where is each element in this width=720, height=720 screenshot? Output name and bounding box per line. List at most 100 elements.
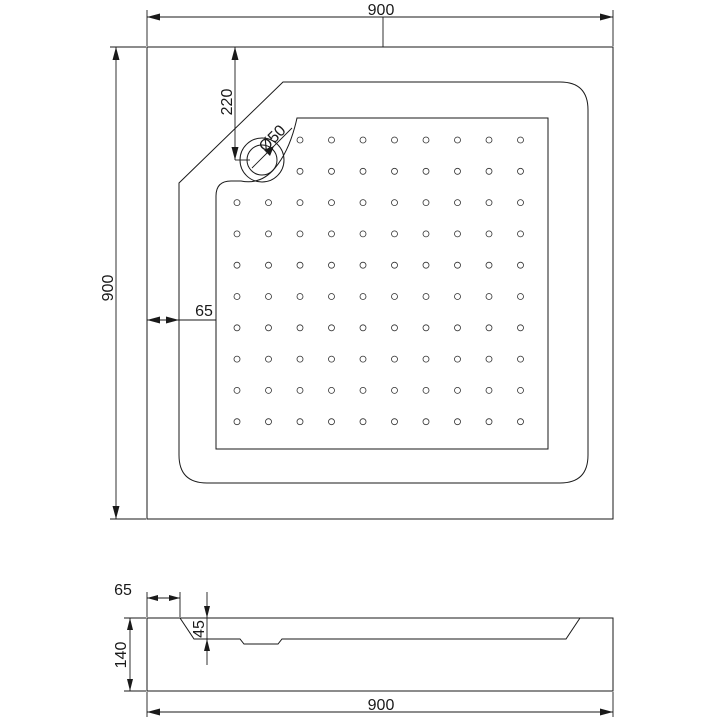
anti-slip-dot bbox=[328, 324, 335, 332]
basin-floor-outline bbox=[215, 117, 549, 450]
anti-slip-dot bbox=[233, 324, 241, 332]
anti-slip-dot bbox=[328, 167, 335, 175]
anti-slip-dot bbox=[265, 261, 272, 269]
plan-rim-width-label: 65 bbox=[195, 303, 213, 320]
plan-width-label: 900 bbox=[368, 2, 395, 19]
side-length-label: 900 bbox=[368, 697, 395, 714]
anti-slip-dot bbox=[422, 324, 430, 332]
anti-slip-dot bbox=[485, 418, 493, 426]
anti-slip-dot bbox=[454, 199, 461, 207]
anti-slip-dot bbox=[391, 386, 398, 394]
anti-slip-dot bbox=[296, 386, 304, 394]
anti-slip-dot bbox=[391, 167, 398, 175]
plan-width-dimension: 900 bbox=[146, 2, 614, 47]
anti-slip-dot bbox=[233, 293, 241, 300]
plan-rim-width-dimension: 65 bbox=[147, 303, 216, 324]
anti-slip-dot bbox=[359, 136, 367, 144]
side-view bbox=[146, 617, 614, 692]
anti-slip-dot bbox=[328, 355, 335, 363]
anti-slip-dot bbox=[422, 418, 430, 426]
anti-slip-dot bbox=[265, 324, 272, 332]
anti-slip-dot bbox=[328, 418, 335, 426]
side-rim-width-dimension: 65 bbox=[114, 582, 181, 617]
side-length-dimension: 900 bbox=[146, 692, 614, 717]
anti-slip-dot bbox=[265, 418, 272, 426]
tray-outer-outline bbox=[146, 46, 614, 520]
anti-slip-dot bbox=[517, 167, 524, 175]
anti-slip-dot bbox=[454, 136, 461, 144]
anti-slip-dot bbox=[485, 136, 493, 144]
anti-slip-dot bbox=[265, 199, 272, 207]
anti-slip-dot bbox=[454, 355, 461, 363]
side-height-label: 140 bbox=[113, 642, 130, 669]
anti-slip-dot bbox=[454, 293, 461, 300]
anti-slip-dot bbox=[296, 418, 304, 426]
anti-slip-dot bbox=[296, 199, 304, 207]
anti-slip-dot bbox=[517, 230, 524, 238]
anti-slip-dot bbox=[422, 261, 430, 269]
anti-slip-dot bbox=[454, 167, 461, 175]
plan-depth-label: 900 bbox=[100, 275, 117, 302]
anti-slip-dot bbox=[359, 199, 367, 207]
anti-slip-dot bbox=[328, 136, 335, 144]
anti-slip-dot bbox=[296, 293, 304, 300]
anti-slip-dot bbox=[391, 261, 398, 269]
anti-slip-dot bbox=[454, 324, 461, 332]
anti-slip-dot bbox=[233, 261, 241, 269]
drain-diameter-dimension: Ø50 bbox=[251, 122, 293, 169]
anti-slip-dot bbox=[485, 167, 493, 175]
side-height-dimension: 140 bbox=[113, 617, 146, 692]
anti-slip-dot bbox=[233, 418, 241, 426]
anti-slip-dot bbox=[233, 230, 241, 238]
anti-slip-dot bbox=[328, 386, 335, 394]
anti-slip-dot bbox=[328, 199, 335, 207]
anti-slip-dot bbox=[359, 355, 367, 363]
anti-slip-dot bbox=[454, 261, 461, 269]
anti-slip-dot bbox=[359, 386, 367, 394]
anti-slip-dot bbox=[359, 293, 367, 300]
anti-slip-dot bbox=[359, 230, 367, 238]
anti-slip-dot bbox=[328, 261, 335, 269]
side-outer-outline bbox=[146, 617, 614, 692]
side-rim-width-label: 65 bbox=[114, 582, 132, 599]
anti-slip-dot bbox=[296, 261, 304, 269]
anti-slip-dot bbox=[233, 199, 241, 207]
anti-slip-dot bbox=[422, 293, 430, 300]
drain-diameter-label: Ø50 bbox=[256, 122, 289, 155]
drain-offset-label: 220 bbox=[219, 89, 236, 116]
plan-view bbox=[146, 46, 614, 520]
plan-depth-dimension: 900 bbox=[100, 46, 146, 520]
anti-slip-dot bbox=[485, 386, 493, 394]
anti-slip-dot bbox=[359, 167, 367, 175]
anti-slip-dot bbox=[517, 293, 524, 300]
anti-slip-dot bbox=[422, 199, 430, 207]
anti-slip-dot bbox=[265, 355, 272, 363]
anti-slip-dot bbox=[517, 324, 524, 332]
anti-slip-dot bbox=[296, 167, 304, 175]
anti-slip-dot bbox=[517, 418, 524, 426]
anti-slip-dot bbox=[359, 261, 367, 269]
anti-slip-dot-grid bbox=[233, 136, 524, 426]
anti-slip-dot bbox=[328, 293, 335, 300]
anti-slip-dot bbox=[391, 293, 398, 300]
anti-slip-dot bbox=[391, 199, 398, 207]
anti-slip-dot bbox=[485, 355, 493, 363]
anti-slip-dot bbox=[485, 261, 493, 269]
anti-slip-dot bbox=[517, 386, 524, 394]
anti-slip-dot bbox=[422, 230, 430, 238]
anti-slip-dot bbox=[517, 261, 524, 269]
anti-slip-dot bbox=[422, 136, 430, 144]
anti-slip-dot bbox=[265, 293, 272, 300]
anti-slip-dot bbox=[391, 355, 398, 363]
anti-slip-dot bbox=[422, 355, 430, 363]
anti-slip-dot bbox=[296, 136, 304, 144]
anti-slip-dot bbox=[391, 418, 398, 426]
anti-slip-dot bbox=[296, 355, 304, 363]
anti-slip-dot bbox=[422, 167, 430, 175]
anti-slip-dot bbox=[485, 230, 493, 238]
anti-slip-dot bbox=[485, 199, 493, 207]
anti-slip-dot bbox=[517, 136, 524, 144]
anti-slip-dot bbox=[233, 386, 241, 394]
anti-slip-dot bbox=[517, 199, 524, 207]
